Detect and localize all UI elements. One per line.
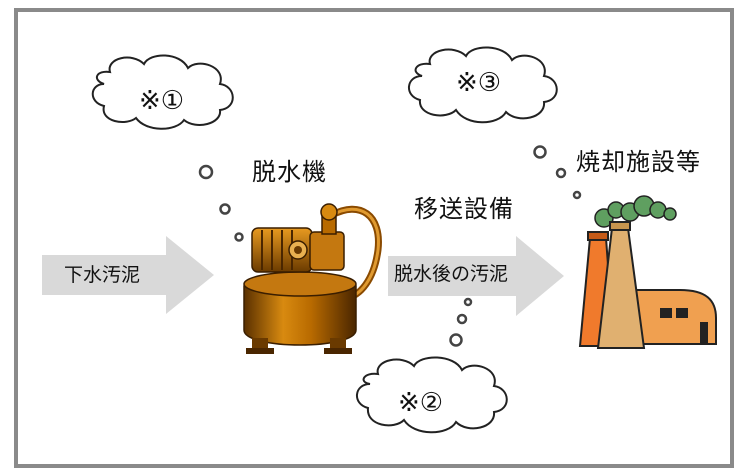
thought-cloud-3 bbox=[408, 46, 558, 124]
thought-cloud-2 bbox=[356, 356, 508, 434]
cloud-1-note: ※① bbox=[139, 86, 185, 116]
dewatering-pump-icon bbox=[243, 203, 382, 354]
sewage-sludge-label: 下水汚泥 bbox=[64, 264, 141, 286]
thought-cloud-1 bbox=[91, 54, 234, 130]
diagram-canvas bbox=[42, 46, 717, 434]
incineration-plant-icon bbox=[578, 195, 717, 349]
sewage-sludge-arrow bbox=[42, 236, 214, 314]
cloud-2-note: ※② bbox=[398, 388, 444, 418]
dewatered-sludge-arrow bbox=[388, 236, 564, 316]
dewaterer-label: 脱水機 bbox=[252, 158, 327, 186]
dewatered-sludge-label: 脱水後の汚泥 bbox=[394, 263, 509, 285]
incineration-facility-label: 焼却施設等 bbox=[576, 148, 701, 176]
transfer-equipment-label: 移送設備 bbox=[414, 195, 514, 223]
cloud-3-note: ※③ bbox=[456, 68, 502, 98]
thought-bubbles bbox=[198, 145, 582, 347]
